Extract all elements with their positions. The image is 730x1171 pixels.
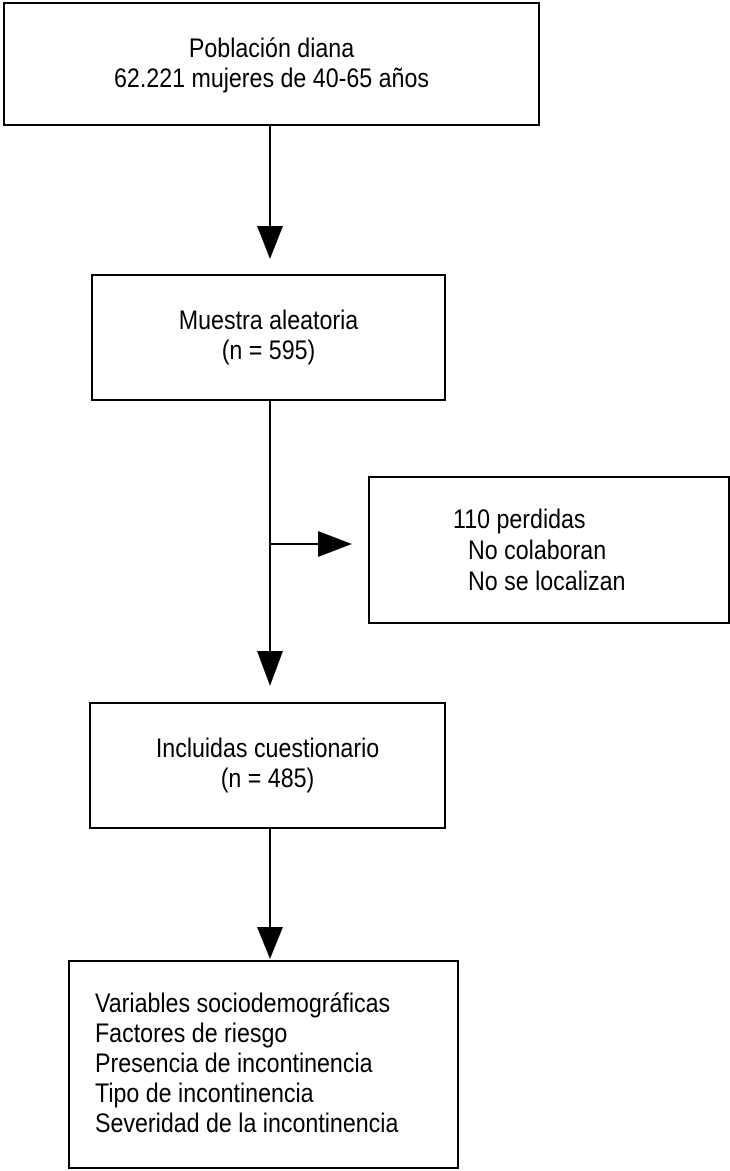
random-sample-box: Muestra aleatoria (n = 595): [91, 274, 446, 401]
variable-incontinence-presence: Presencia de incontinencia: [95, 1048, 373, 1078]
lost-reason-not-located: No se localizan: [468, 566, 626, 596]
included-count: (n = 485): [220, 763, 315, 793]
variable-sociodemographic: Variables sociodemográficas: [95, 988, 391, 1018]
arrow-head-to-sample: [257, 226, 283, 259]
arrow-head-to-variables: [257, 927, 283, 959]
variable-incontinence-type: Tipo de incontinencia: [95, 1078, 314, 1108]
lost-participants-box: 110 perdidas No colaboran No se localiza…: [368, 476, 730, 624]
target-population-title: Población diana: [188, 33, 355, 63]
lost-count: 110 perdidas: [453, 504, 586, 534]
included-questionnaire-box: Incluidas cuestionario (n = 485): [89, 702, 446, 829]
included-title: Incluidas cuestionario: [155, 733, 380, 763]
target-population-box: Población diana 62.221 mujeres de 40-65 …: [3, 2, 540, 126]
random-sample-count: (n = 595): [221, 335, 316, 365]
arrow-head-to-lost: [318, 531, 352, 557]
variable-risk-factors: Factores de riesgo: [95, 1018, 288, 1048]
random-sample-title: Muestra aleatoria: [178, 305, 359, 335]
arrow-head-to-included: [257, 651, 283, 686]
lost-reason-no-collaborate: No colaboran: [468, 535, 607, 565]
variables-box: Variables sociodemográficas Factores de …: [68, 960, 459, 1169]
target-population-count: 62.221 mujeres de 40-65 años: [113, 63, 429, 93]
variable-incontinence-severity: Severidad de la incontinencia: [95, 1108, 399, 1138]
